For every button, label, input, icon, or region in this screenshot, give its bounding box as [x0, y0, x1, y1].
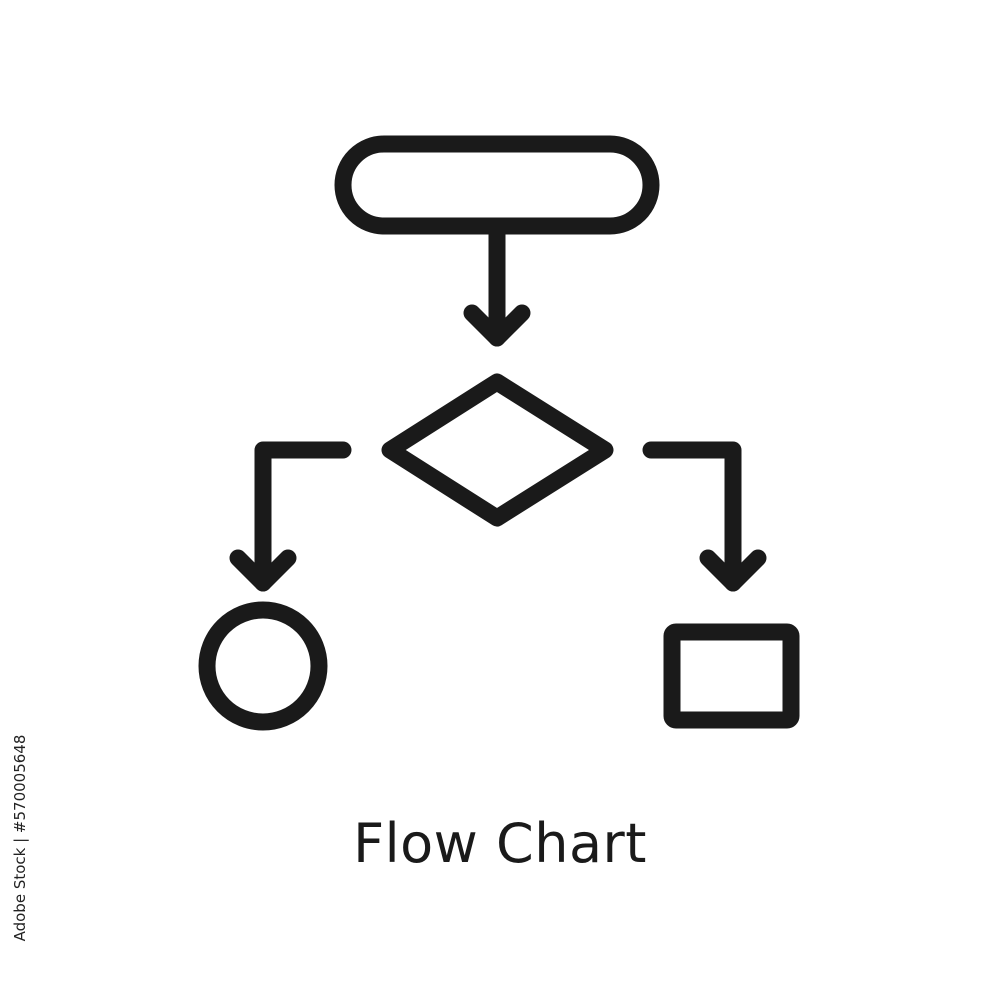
stock-id-text: Adobe Stock | #570005648 — [11, 734, 29, 942]
decision-diamond-shape — [381, 373, 614, 527]
stock-id-label: Adobe Stock | #570005648 — [6, 735, 34, 942]
icon-caption: Flow Chart — [353, 812, 647, 875]
arrow-right-branch-icon — [642, 441, 767, 592]
arrow-down-icon — [463, 219, 531, 347]
arrow-left-branch-icon — [229, 441, 352, 592]
connector-circle-shape — [198, 601, 328, 731]
terminator-shape — [334, 135, 660, 235]
process-rectangle-shape — [663, 623, 800, 729]
